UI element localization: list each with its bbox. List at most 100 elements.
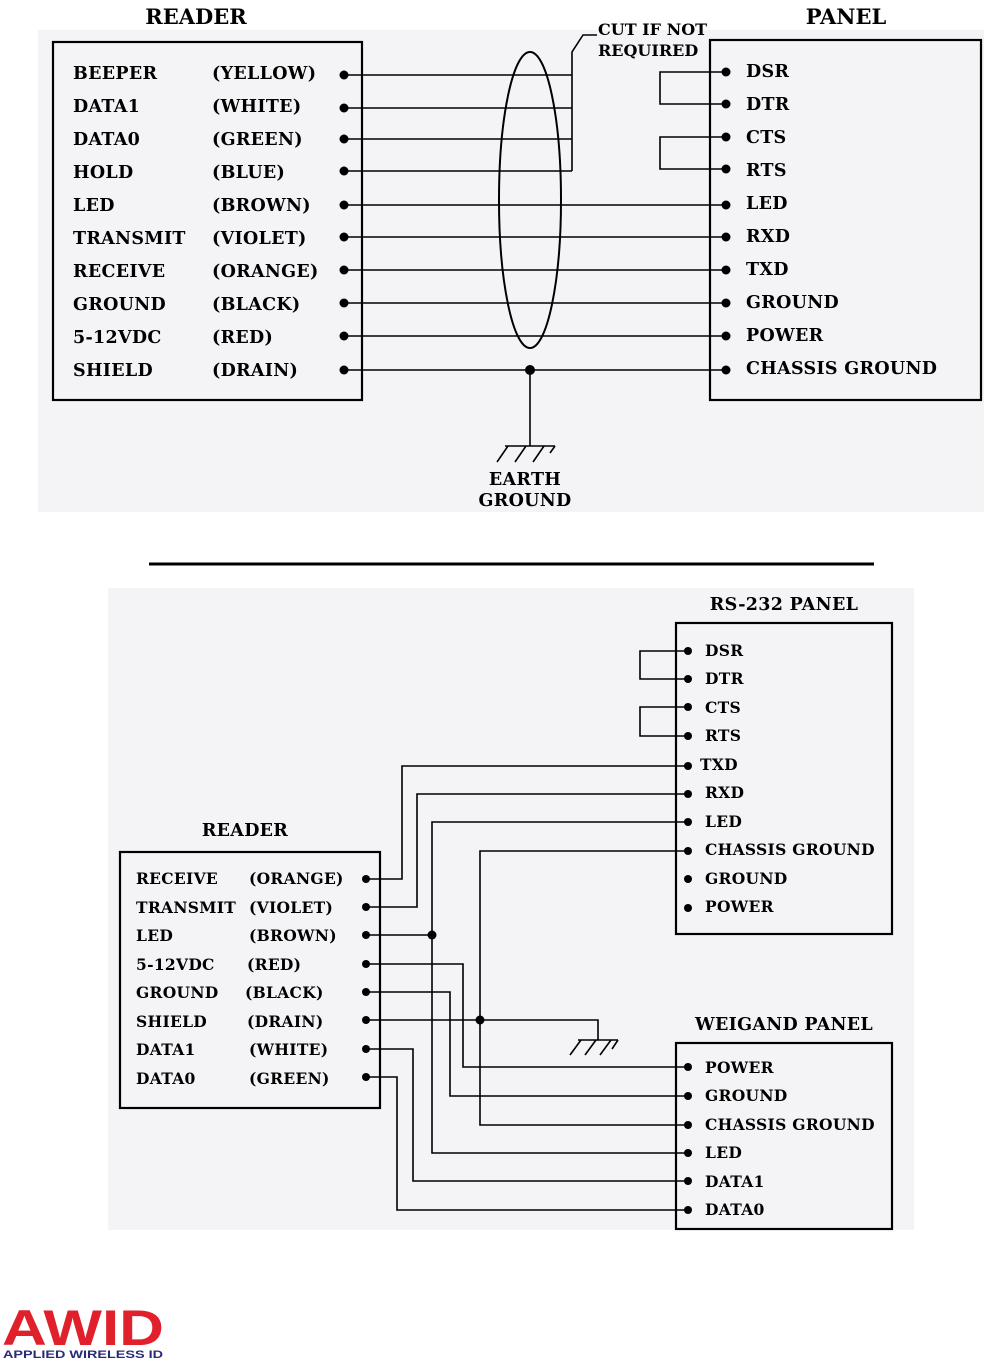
wire-color: (GREEN) (212, 130, 303, 150)
wire-color: (VIOLET) (212, 229, 307, 249)
cts-rts-jumper (659, 136, 726, 170)
earth-ground-hatch (549, 445, 556, 454)
wire-color: (BLACK) (212, 295, 300, 315)
panel-title: PANEL (806, 4, 887, 29)
terminal-dot (684, 732, 692, 740)
terminal-dot (339, 70, 349, 80)
weigand-label: DATA0 (705, 1200, 765, 1219)
wire-color: (WHITE) (212, 97, 301, 117)
rs232-label: DTR (705, 669, 744, 688)
panel-label: DTR (746, 95, 790, 115)
panel-box (708, 38, 983, 402)
weigand-terminals (684, 1063, 692, 1214)
terminal-dot (362, 903, 370, 911)
cable-bundle (498, 51, 562, 349)
diagram-1: READER PANEL BEEPER (YELLOW) DATA1 (WHIT… (38, 4, 984, 512)
reader-label: HOLD (73, 163, 133, 183)
terminal-dot (339, 265, 349, 275)
earth-ground-label-1: EARTH (489, 470, 561, 490)
reader-label: GROUND (136, 983, 219, 1002)
rs232-label: CTS (705, 698, 741, 717)
rs232-label: POWER (705, 897, 774, 916)
reader-label: RECEIVE (73, 262, 165, 282)
terminal-dot (339, 232, 349, 242)
terminal-dot (721, 232, 731, 242)
weigand-label: GROUND (705, 1086, 788, 1105)
terminal-dot (721, 331, 731, 341)
weigand-label: CHASSIS GROUND (705, 1115, 875, 1134)
wire-color: (WHITE) (249, 1040, 328, 1059)
reader-2-title: READER (202, 821, 288, 841)
panel-label: CTS (746, 128, 787, 148)
terminal-dot (684, 904, 692, 912)
panel-label: POWER (746, 326, 824, 346)
diagram-2-wires (366, 765, 688, 1211)
ground-hatch-2 (584, 1039, 597, 1056)
terminal-dot (684, 847, 692, 855)
terminal-dot (362, 875, 370, 883)
wire-color: (ORANGE) (212, 262, 319, 282)
terminal-dot (684, 875, 692, 883)
reader-label: TRANSMIT (73, 229, 186, 249)
earth-ground-hatch (532, 445, 545, 463)
panel-label: GROUND (746, 293, 839, 313)
rs232-terminals (684, 647, 692, 912)
diagram-2: RS-232 PANEL READER WEIGAND PANEL DSR DT… (108, 588, 914, 1231)
weigand-label: DATA1 (705, 1172, 765, 1191)
ground-hatch-2 (611, 1039, 619, 1050)
terminal-dot (684, 790, 692, 798)
reader-label: SHIELD (73, 361, 153, 381)
reader-label: 5-12VDC (136, 955, 215, 974)
wire-color: (YELLOW) (212, 64, 316, 84)
wire-color: (VIOLET) (249, 898, 333, 917)
ground-hatch-2 (569, 1039, 582, 1056)
cut-note-line-2: REQUIRED (598, 41, 698, 60)
reader-label: DATA1 (136, 1040, 196, 1059)
terminal-dot (339, 103, 349, 113)
wire-color: (BROWN) (249, 926, 337, 945)
terminal-dot (362, 1045, 370, 1053)
reader-title: READER (145, 4, 247, 29)
terminal-dot (684, 1177, 692, 1185)
terminal-dot (721, 365, 731, 375)
cut-note-leader (571, 34, 597, 171)
wire-ground (366, 991, 688, 1097)
terminal-dot (339, 166, 349, 176)
terminal-dot (684, 1149, 692, 1157)
terminal-dot (721, 99, 731, 109)
rs232-label: DSR (705, 641, 743, 660)
wire-shield (366, 1019, 599, 1040)
logo-mark: AWID (2, 1300, 164, 1356)
rs232-label: TXD (700, 755, 738, 774)
terminal-dot (721, 67, 731, 77)
terminal-dot (721, 200, 731, 210)
terminal-dot (684, 1092, 692, 1100)
reader-label: TRANSMIT (136, 898, 236, 917)
reader-box (51, 40, 364, 402)
reader-2-labels: RECEIVE (ORANGE) TRANSMIT (VIOLET) LED (… (136, 869, 343, 1088)
terminal-dot (339, 331, 349, 341)
awid-logo: AWID APPLIED WIRELESS ID (2, 1300, 164, 1360)
earth-ground-hatch (496, 445, 509, 463)
terminal-dot (684, 647, 692, 655)
terminal-dot (339, 134, 349, 144)
panel-label: TXD (746, 260, 789, 280)
terminal-dot (721, 164, 731, 174)
rs232-panel-title: RS-232 PANEL (710, 595, 858, 615)
dsr-dtr-jumper-2 (639, 650, 688, 680)
terminal-dot (684, 762, 692, 770)
wire-power (366, 963, 688, 1068)
rs232-label: RXD (705, 783, 744, 802)
reader-terminals (339, 70, 349, 375)
wire-chassis-ground (479, 850, 688, 1126)
rs232-labels: DSR DTR CTS RTS TXD RXD LED CHASSIS GROU… (700, 641, 875, 916)
terminal-dot (339, 298, 349, 308)
reader-2-box (118, 850, 382, 1110)
terminal-dot (362, 960, 370, 968)
terminal-dot (362, 988, 370, 996)
weigand-panel-title: WEIGAND PANEL (694, 1015, 873, 1035)
terminal-dot (684, 675, 692, 683)
earth-ground-label-2: GROUND (479, 491, 572, 511)
wire-color: (BLUE) (212, 163, 285, 183)
terminal-dot (362, 1016, 370, 1024)
